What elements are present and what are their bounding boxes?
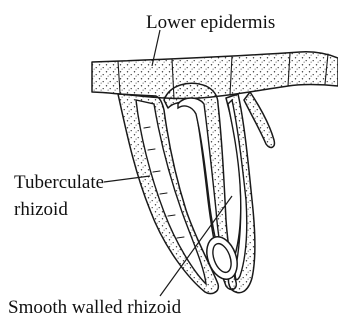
label-lower-epidermis: Lower epidermis xyxy=(146,12,275,33)
label-tuberculate-line2: rhizoid xyxy=(14,199,68,220)
lower-epidermis-layer xyxy=(92,52,338,99)
right-branch-shape xyxy=(244,92,274,147)
label-tuberculate-line1: Tuberculate xyxy=(14,172,104,193)
label-smooth-walled-rhizoid: Smooth walled rhizoid xyxy=(8,297,182,318)
